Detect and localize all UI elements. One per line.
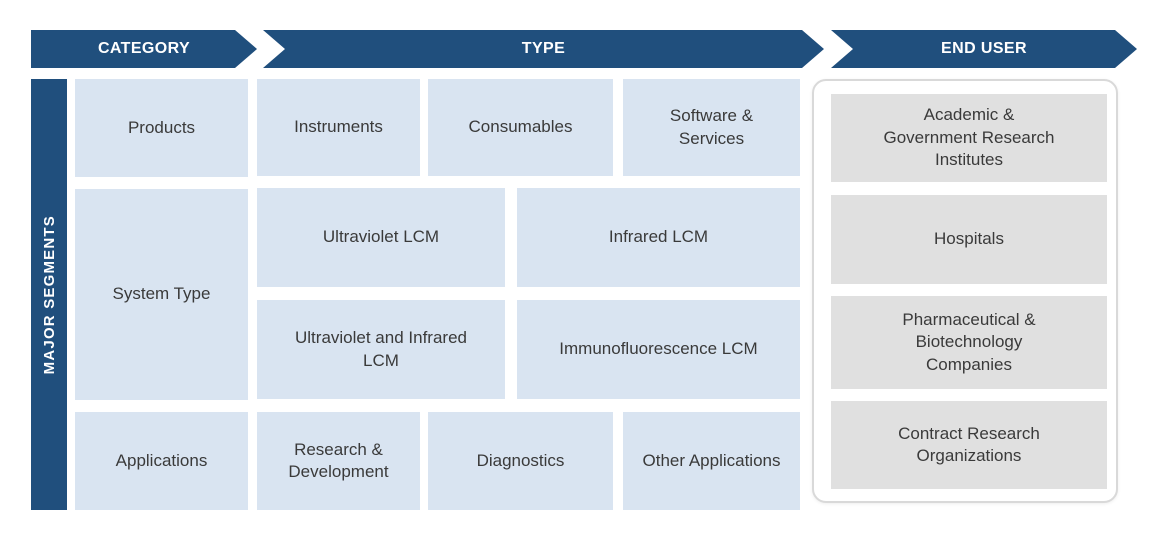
category-label: System Type [112,284,211,304]
type-label: Research & Development [288,439,389,481]
end-user-box-contract-research: Contract Research Organizations [831,401,1107,489]
major-segments-label: MAJOR SEGMENTS [40,214,58,375]
end-user-label: Academic & Government Research Institute… [883,105,1055,170]
type-label: Consumables [468,117,573,137]
type-label: Software & Services [669,106,754,148]
type-label: Other Applications [642,450,781,470]
category-box-applications: Applications [75,412,248,510]
type-box-other-applications: Other Applications [623,412,800,510]
type-label: Instruments [294,117,383,137]
header-label-category: CATEGORY [97,40,191,57]
header-arrow-type: TYPE [263,30,824,68]
type-label: Infrared LCM [608,227,709,247]
type-label: Ultraviolet LCM [322,227,440,247]
end-user-label: Pharmaceutical & Biotechnology Companies [902,309,1036,374]
header-arrow-category: CATEGORY [31,30,257,68]
end-user-label: Contract Research Organizations [898,423,1040,465]
header-label-type: TYPE [521,40,566,57]
type-box-ultraviolet-and-infrared-lcm: Ultraviolet and Infrared LCM [257,300,505,399]
category-label: Products [127,117,196,137]
end-user-panel: Academic & Government Research Institute… [812,79,1118,503]
end-user-label: Hospitals [934,229,1004,249]
major-segments-bar: MAJOR SEGMENTS [31,79,67,510]
category-label: Applications [115,450,208,470]
type-box-infrared-lcm: Infrared LCM [517,188,800,287]
type-label: Ultraviolet and Infrared LCM [295,328,467,370]
end-user-box-pharma-biotech: Pharmaceutical & Biotechnology Companies [831,296,1107,389]
type-box-immunofluorescence-lcm: Immunofluorescence LCM [517,300,800,399]
type-box-instruments: Instruments [257,79,420,176]
type-box-ultraviolet-lcm: Ultraviolet LCM [257,188,505,287]
end-user-box-hospitals: Hospitals [831,195,1107,284]
header-arrow-end-user: END USER [831,30,1137,68]
type-box-research-development: Research & Development [257,412,420,510]
type-box-diagnostics: Diagnostics [428,412,613,510]
header-label-end-user: END USER [941,40,1027,57]
type-box-consumables: Consumables [428,79,613,176]
type-box-software-services: Software & Services [623,79,800,176]
type-label: Diagnostics [476,450,565,470]
category-box-system-type: System Type [75,189,248,400]
end-user-box-academic-government: Academic & Government Research Institute… [831,94,1107,182]
category-box-products: Products [75,79,248,177]
type-label: Immunofluorescence LCM [559,339,758,359]
